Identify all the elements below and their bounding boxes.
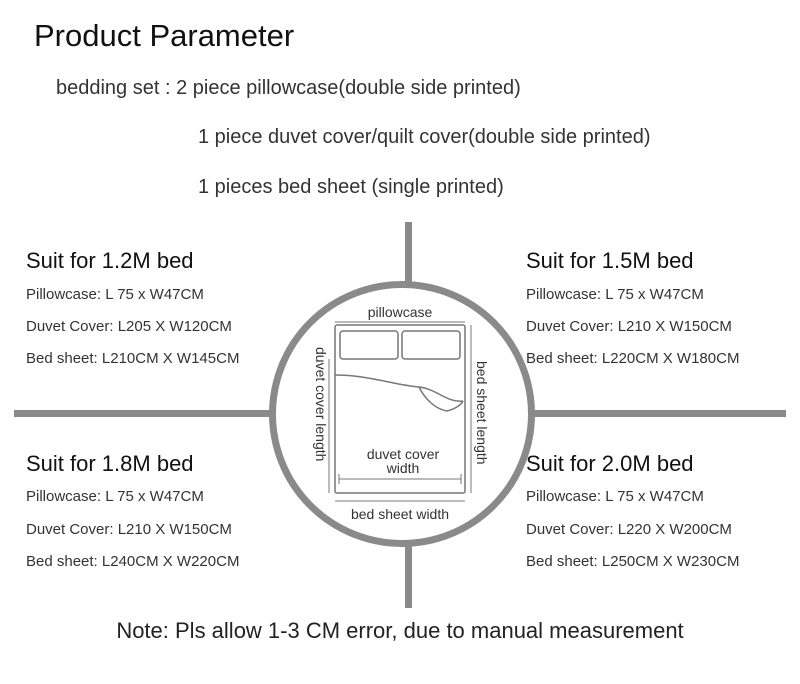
- suit-1-5m-sheet: Bed sheet: L220CM X W180CM: [526, 350, 740, 367]
- intro-line-2: 1 piece duvet cover/quilt cover(double s…: [198, 126, 651, 148]
- suit-1-8m-duvet: Duvet Cover: L210 X W150CM: [26, 521, 232, 538]
- suit-1-8m-heading: Suit for 1.8M bed: [26, 451, 194, 476]
- label-duvet-cover-width-2: width: [386, 460, 420, 476]
- intro-line-3: 1 pieces bed sheet (single printed): [198, 176, 504, 198]
- bed-outline: [334, 324, 466, 494]
- suit-2-0m-duvet: Duvet Cover: L220 X W200CM: [526, 521, 732, 538]
- suit-1-8m-pillowcase: Pillowcase: L 75 x W47CM: [26, 488, 204, 505]
- page-title: Product Parameter: [34, 18, 295, 53]
- suit-1-5m-duvet: Duvet Cover: L210 X W150CM: [526, 318, 732, 335]
- intro-line-1: bedding set : 2 piece pillowcase(double …: [56, 77, 521, 99]
- suit-1-8m-sheet: Bed sheet: L240CM X W220CM: [26, 553, 240, 570]
- divider-bottom: [405, 546, 412, 608]
- suit-1-5m-heading: Suit for 1.5M bed: [526, 248, 694, 273]
- measurement-note: Note: Pls allow 1-3 CM error, due to man…: [116, 618, 684, 643]
- suit-2-0m-heading: Suit for 2.0M bed: [526, 451, 694, 476]
- divider-top: [405, 222, 412, 284]
- duvet-fold: [334, 374, 464, 402]
- bed-diagram: pillowcase duvet cover length bed sheet …: [313, 304, 490, 522]
- divider-left: [14, 410, 272, 417]
- suit-2-0m-sheet: Bed sheet: L250CM X W230CM: [526, 553, 740, 570]
- suit-2-0m-pillowcase: Pillowcase: L 75 x W47CM: [526, 488, 704, 505]
- label-pillowcase: pillowcase: [368, 304, 433, 320]
- suit-1-5m-pillowcase: Pillowcase: L 75 x W47CM: [526, 286, 704, 303]
- suit-1-2m-heading: Suit for 1.2M bed: [26, 248, 194, 273]
- pillow-right: [401, 330, 461, 360]
- label-bed-sheet-width: bed sheet width: [351, 506, 449, 522]
- suit-1-2m-sheet: Bed sheet: L210CM X W145CM: [26, 350, 240, 367]
- label-duvet-cover-length: duvet cover length: [313, 347, 329, 461]
- duvet-fold-corner: [418, 386, 464, 412]
- label-duvet-cover-width-1: duvet cover: [367, 446, 440, 462]
- pillow-left: [339, 330, 399, 360]
- suit-1-2m-pillowcase: Pillowcase: L 75 x W47CM: [26, 286, 204, 303]
- label-bed-sheet-length: bed sheet length: [474, 361, 490, 465]
- divider-right: [530, 410, 786, 417]
- suit-1-2m-duvet: Duvet Cover: L205 X W120CM: [26, 318, 232, 335]
